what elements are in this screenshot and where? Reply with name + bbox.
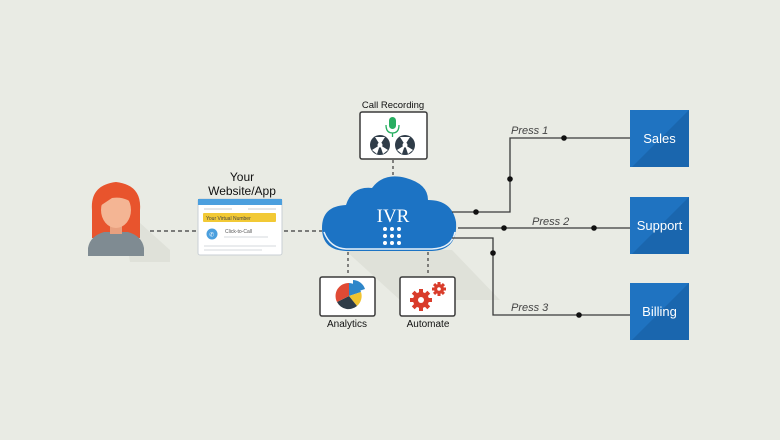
automate-label: Automate — [407, 319, 450, 330]
keypad-icon — [383, 227, 401, 245]
virtual-number-bar[interactable] — [203, 213, 276, 222]
automate-box — [399, 276, 456, 317]
phone-icon[interactable] — [206, 228, 218, 240]
press-3-label: Press 3 — [511, 302, 549, 314]
routing-dots — [473, 135, 597, 318]
pie-chart-icon — [335, 280, 365, 310]
routing-lines — [452, 137, 630, 316]
press-1-label: Press 1 — [511, 125, 548, 137]
website-window: Your Virtual Number ✆ Click-to-Call — [197, 198, 283, 256]
analytics-label: Analytics — [327, 319, 367, 330]
svg-text:✆: ✆ — [209, 232, 214, 239]
ivr-label: IVR — [377, 206, 410, 227]
microphone-icon — [385, 117, 400, 137]
person-avatar — [88, 182, 170, 262]
call-recording-label: Call Recording — [362, 100, 424, 111]
department-sales: Sales — [630, 110, 689, 167]
department-support: Support — [630, 197, 689, 254]
ivr-cloud: IVR — [322, 176, 500, 300]
support-label: Support — [637, 218, 683, 233]
virtual-number-label: Your Virtual Number — [206, 216, 251, 222]
sales-label: Sales — [643, 131, 676, 146]
billing-label: Billing — [642, 304, 677, 319]
website-title-line2: Website/App — [208, 184, 276, 198]
press-2-label: Press 2 — [532, 216, 569, 228]
department-billing: Billing — [630, 283, 689, 340]
gears-icon — [410, 282, 446, 311]
click-to-call-label[interactable]: Click-to-Call — [225, 229, 252, 235]
analytics-box — [319, 276, 376, 317]
website-title-line1: Your — [230, 170, 254, 184]
tape-reel-icon — [370, 135, 415, 155]
call-recording-box — [359, 111, 428, 160]
